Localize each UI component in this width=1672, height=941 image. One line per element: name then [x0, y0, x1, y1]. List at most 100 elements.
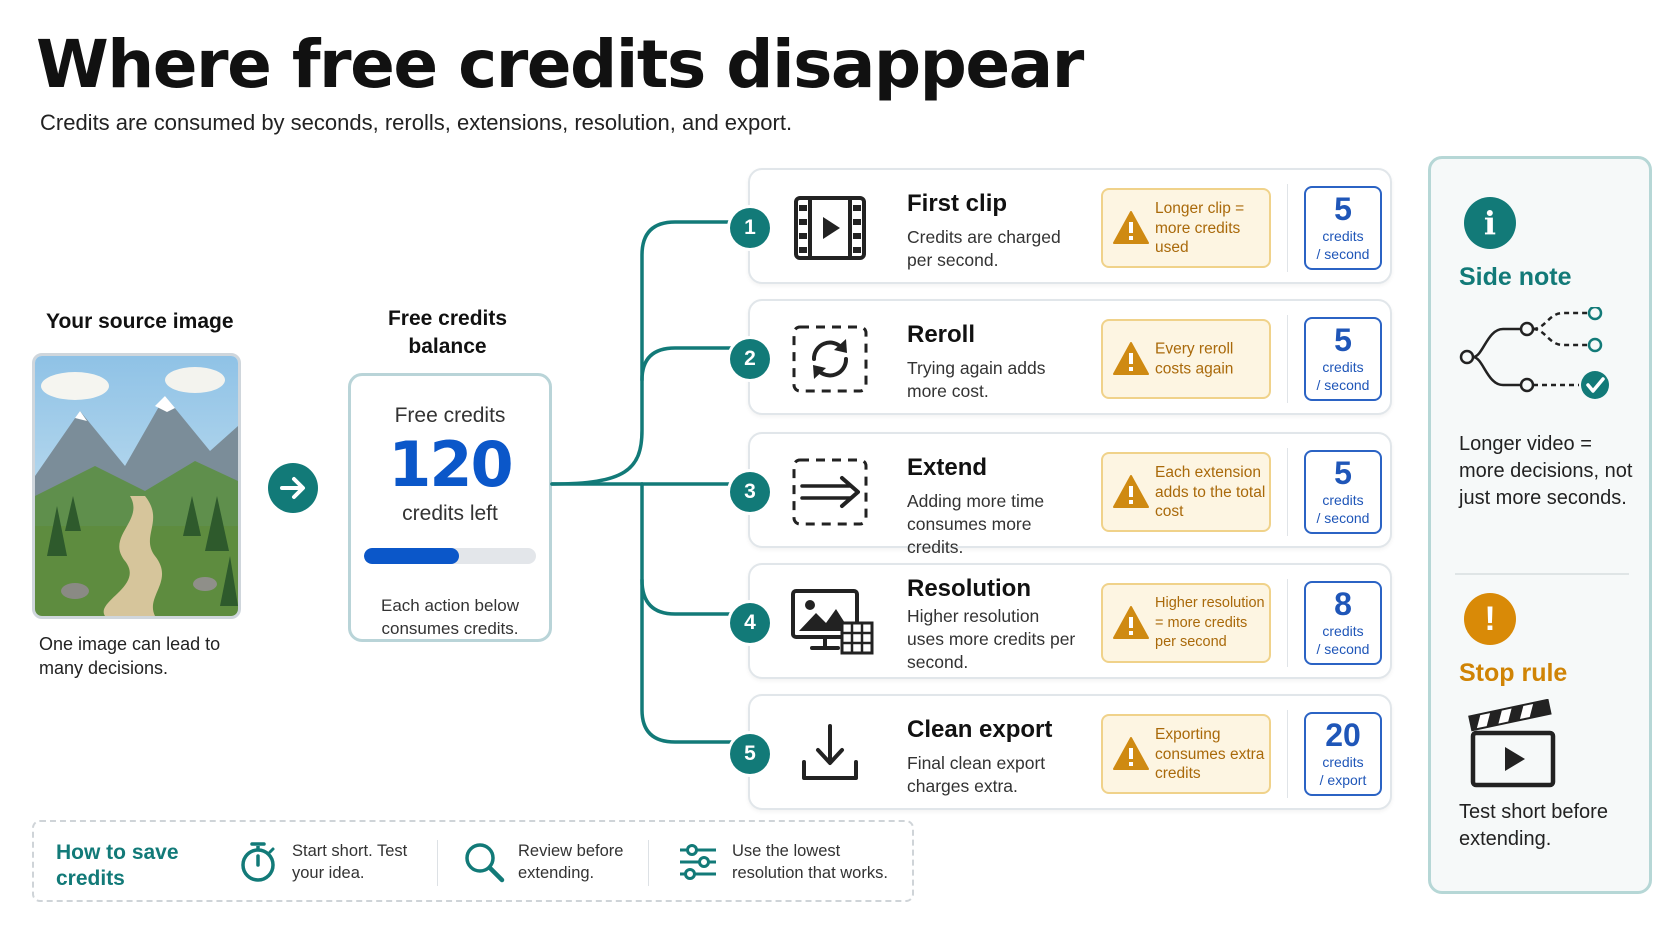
balance-unit: credits left: [402, 502, 498, 525]
cost-value: 5: [1334, 455, 1352, 491]
step-number: 1: [730, 208, 770, 248]
step-title: Reroll: [907, 321, 976, 348]
divider: [1287, 184, 1288, 272]
step-title: Clean export: [907, 716, 1053, 743]
warning-box: Higher resolution = more credits per sec…: [1101, 583, 1271, 663]
tip-start-short: Start short. Test your idea.: [236, 838, 436, 884]
extend-arrow-icon: [790, 456, 870, 528]
warning-triangle-icon: [1113, 475, 1149, 508]
cost-rate: / second: [1316, 377, 1370, 393]
cost-value: 8: [1334, 586, 1352, 622]
cost-unit: credits: [1322, 623, 1364, 639]
warning-text: Higher resolution = more credits per sec…: [1155, 594, 1265, 650]
step-clean-export: 5 Clean export Final clean export charge…: [730, 694, 1392, 810]
step-first-clip: 1 First clip Credits are charged per sec…: [730, 168, 1392, 284]
step-title: First clip: [907, 190, 1008, 217]
warning-triangle-icon: [1113, 342, 1149, 375]
decision-tree-icon: [1459, 307, 1609, 399]
balance-note: Each action below consumes credits.: [381, 596, 519, 638]
side-panel: i Side note Longer video = more decision…: [1428, 156, 1652, 894]
warning-box: Exporting consumes extra credits: [1101, 714, 1271, 794]
cost-value: 5: [1334, 322, 1352, 358]
clapperboard-icon: [1468, 699, 1556, 788]
cost-unit: credits: [1322, 359, 1364, 375]
cost-unit: credits: [1322, 228, 1364, 244]
step-number: 2: [730, 339, 770, 379]
balance-amount: 120: [388, 428, 513, 501]
divider: [1287, 579, 1288, 667]
warning-triangle-icon: [1113, 606, 1149, 639]
balance-card: Free credits 120 credits left Each actio…: [348, 373, 552, 642]
side-note-title: Side note: [1459, 263, 1572, 291]
warning-box: Each extension adds to the total cost: [1101, 452, 1271, 532]
arrow-right-icon: [268, 463, 318, 513]
tip-text: Use the lowest resolution that works.: [732, 842, 888, 882]
sliders-icon: [680, 844, 716, 880]
warning-text: Longer clip = more credits used: [1155, 199, 1245, 256]
download-icon: [790, 718, 870, 790]
balance-label: Free credits balance: [387, 307, 508, 358]
save-credits-title: How to save credits: [56, 841, 179, 890]
cost-unit: credits: [1322, 754, 1364, 770]
reroll-icon: [790, 323, 870, 395]
cost-rate: / second: [1316, 510, 1370, 526]
warning-text: Every reroll costs again: [1155, 340, 1234, 378]
step-description: Trying again adds more cost.: [907, 358, 1046, 401]
stopwatch-icon: [241, 842, 275, 882]
step-extend: 3 Extend Adding more time consumes more …: [730, 432, 1392, 557]
resolution-monitor-icon: [790, 587, 874, 659]
cost-rate: / second: [1316, 246, 1370, 262]
magnifier-icon: [465, 843, 505, 883]
step-number: 3: [730, 472, 770, 512]
tip-text: Start short. Test your idea.: [292, 842, 408, 882]
film-icon: [790, 192, 870, 264]
cost-badge: 8 credits / second: [1304, 581, 1382, 665]
step-description: Credits are charged per second.: [907, 227, 1061, 270]
divider: [1287, 710, 1288, 798]
divider: [648, 840, 649, 886]
balance-progress-fill: [364, 548, 459, 564]
divider: [1455, 573, 1629, 575]
exclamation-icon: !: [1464, 593, 1516, 645]
source-image: [32, 353, 241, 619]
info-icon: i: [1464, 197, 1516, 249]
page-title: Where free credits disappear: [36, 26, 1084, 103]
cost-rate: / second: [1316, 641, 1370, 657]
cost-badge: 20 credits / export: [1304, 712, 1382, 796]
balance-card-title: Free credits: [394, 404, 506, 427]
page-subtitle: Credits are consumed by seconds, rerolls…: [40, 110, 793, 135]
warning-text: Exporting consumes extra credits: [1155, 725, 1265, 782]
cost-badge: 5 credits / second: [1304, 186, 1382, 270]
source-image-caption: One image can lead to many decisions.: [39, 634, 221, 678]
source-image-label: Your source image: [46, 310, 234, 333]
warning-triangle-icon: [1113, 211, 1149, 244]
save-credits-panel: How to save credits Start short. Test yo…: [32, 820, 914, 902]
cost-value: 20: [1325, 717, 1361, 753]
warning-text: Each extension adds to the total cost: [1155, 463, 1266, 520]
step-resolution: 4 Resolution Higher resolution uses more…: [730, 563, 1392, 679]
cost-rate: / export: [1319, 772, 1367, 788]
warning-triangle-icon: [1113, 737, 1149, 770]
step-description: Final clean export charges extra.: [907, 753, 1046, 796]
step-description: Higher resolution uses more credits per …: [907, 606, 1076, 672]
tip-text: Review before extending.: [518, 842, 624, 882]
cost-value: 5: [1334, 191, 1352, 227]
tip-lowest-resolution: Use the lowest resolution that works.: [676, 838, 906, 884]
divider: [1287, 448, 1288, 536]
step-number: 5: [730, 734, 770, 774]
step-description: Adding more time consumes more credits.: [907, 491, 1045, 557]
warning-box: Every reroll costs again: [1101, 319, 1271, 399]
step-title: Resolution: [907, 575, 1031, 602]
stop-rule-title: Stop rule: [1459, 659, 1568, 687]
step-title: Extend: [907, 454, 988, 481]
divider: [1287, 315, 1288, 403]
warning-box: Longer clip = more credits used: [1101, 188, 1271, 268]
stop-rule-text: Test short before extending.: [1459, 801, 1608, 850]
balance-progress-bar: [364, 548, 536, 564]
step-number: 4: [730, 603, 770, 643]
cost-badge: 5 credits / second: [1304, 450, 1382, 534]
cost-badge: 5 credits / second: [1304, 317, 1382, 401]
divider: [437, 840, 438, 886]
step-reroll: 2 Reroll Trying again adds more cost. Ev…: [730, 299, 1392, 415]
cost-unit: credits: [1322, 492, 1364, 508]
